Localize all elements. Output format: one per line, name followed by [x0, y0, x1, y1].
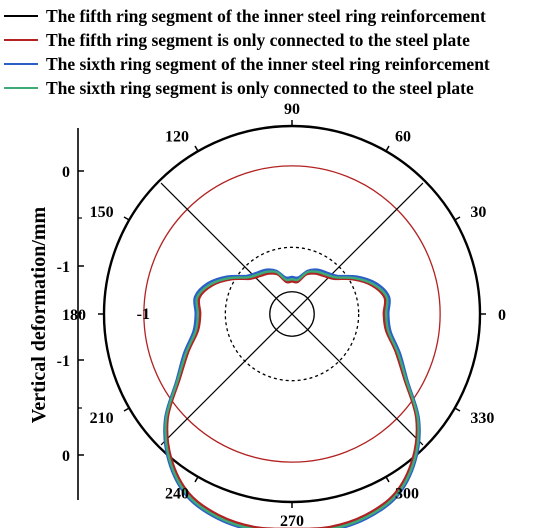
angle-tick-label-4: 120	[165, 129, 189, 146]
diagonal-gridline-2	[160, 182, 424, 446]
angle-tick-label-0: 0	[498, 307, 506, 324]
legend-swatch	[4, 15, 38, 17]
reference-circle-1	[269, 291, 315, 337]
series-line-1	[165, 271, 419, 528]
angle-tick-2	[385, 145, 390, 152]
legend-item-2: The fifth ring segment is only connected…	[4, 28, 550, 52]
legend: The fifth ring segment of the inner stee…	[4, 4, 550, 100]
angle-tick-label-5: 150	[90, 204, 114, 221]
angle-tick-label-6: 180	[62, 307, 86, 324]
radial-tick-label-1: -1	[57, 259, 70, 276]
legend-swatch	[4, 39, 38, 41]
angle-tick-7	[123, 407, 130, 412]
polar-grid	[98, 120, 486, 508]
legend-label: The fifth ring segment of the inner stee…	[46, 5, 486, 26]
angle-tick-labels: 0 30 60 90 120 150 180 210 240 270 300 330	[62, 101, 506, 528]
radial-tick-label-3: 0	[62, 448, 70, 465]
angle-tick-11	[454, 407, 461, 412]
angle-tick-label-1: 30	[470, 204, 486, 221]
angle-tick-label-7: 210	[90, 410, 114, 427]
angle-tick-10	[385, 476, 390, 483]
reference-circle-2	[224, 246, 360, 382]
angle-tick-label-3: 90	[284, 101, 300, 118]
legend-item-3: The sixth ring segment of the inner stee…	[4, 52, 550, 76]
angle-tick-8	[194, 476, 199, 483]
series-line-2	[165, 272, 419, 528]
angle-tick-1	[454, 216, 461, 221]
angle-tick-5	[123, 216, 130, 221]
radial-axis: 0 -1 -1 0 -1	[57, 128, 150, 500]
series-line-4	[164, 270, 420, 528]
series-line-3	[163, 268, 421, 528]
angle-tick-label-8: 240	[165, 485, 189, 502]
legend-label: The fifth ring segment is only connected…	[46, 29, 470, 50]
angle-tick-label-10: 300	[395, 485, 419, 502]
radial-tick-label-2: -1	[57, 353, 70, 370]
legend-swatch	[4, 63, 38, 65]
series-layer	[163, 268, 421, 528]
angle-tick-4	[194, 145, 199, 152]
legend-label: The sixth ring segment is only connected…	[46, 77, 474, 98]
reference-circle-3	[143, 165, 441, 463]
y-axis-label: Vertical deformation/mm	[28, 206, 50, 423]
legend-item-4: The sixth ring segment is only connected…	[4, 76, 550, 100]
angle-tick-label-9: 270	[280, 513, 304, 528]
legend-item-1: The fifth ring segment of the inner stee…	[4, 4, 550, 28]
angle-tick-label-2: 60	[395, 129, 411, 146]
radial-tick-label-0: 0	[62, 164, 70, 181]
legend-swatch	[4, 87, 38, 89]
legend-label: The sixth ring segment of the inner stee…	[46, 53, 490, 74]
radial-tick-label-180-side: -1	[137, 306, 150, 323]
angle-tick-label-11: 330	[470, 410, 494, 427]
